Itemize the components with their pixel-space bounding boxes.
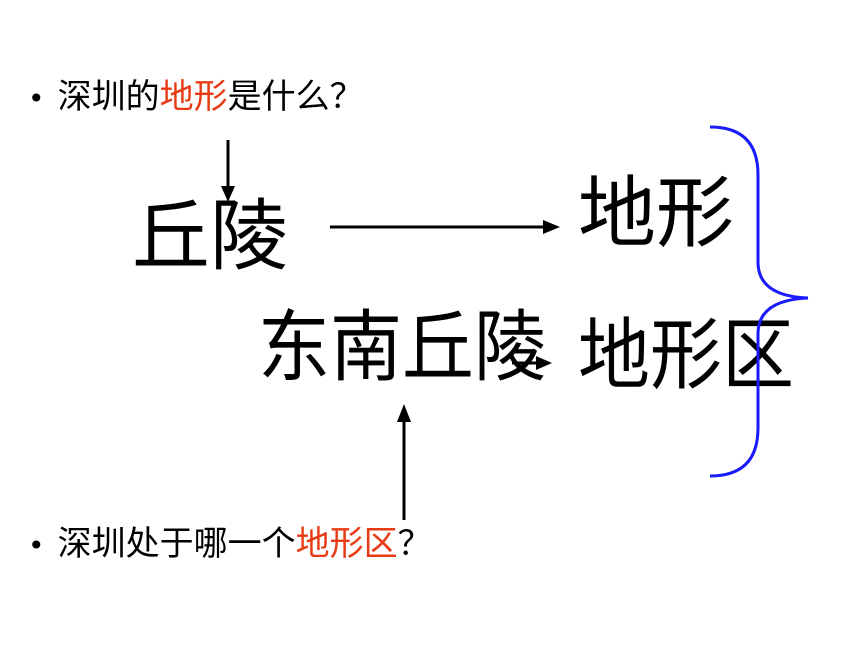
bullet-2: • <box>28 529 45 562</box>
bullet-1: • <box>28 82 45 115</box>
question-1: • 深圳的地形是什么？ <box>28 80 364 114</box>
term-dongnan-qiuling: 东南丘陵 <box>258 301 547 393</box>
question-1-highlight: 地形 <box>159 77 228 117</box>
curly-brace <box>709 125 809 478</box>
arrow-down-to-qiuling <box>221 140 235 202</box>
arrow-up-to-dongnan-qiuling <box>397 404 411 520</box>
question-2-before: 深圳处于哪一个 <box>57 524 296 564</box>
question-2-highlight: 地形区 <box>295 524 398 564</box>
arrow-right-to-dixingqu <box>512 356 552 370</box>
question-1-after: 是什么？ <box>227 77 364 117</box>
arrow-right-to-dixing <box>330 220 560 234</box>
term-qiuling: 丘陵 <box>132 192 289 282</box>
question-2-after: ？ <box>397 524 432 564</box>
question-1-before: 深圳的 <box>57 77 160 117</box>
term-dixing: 地形 <box>578 169 735 259</box>
question-2: • 深圳处于哪一个地形区？ <box>28 527 432 561</box>
